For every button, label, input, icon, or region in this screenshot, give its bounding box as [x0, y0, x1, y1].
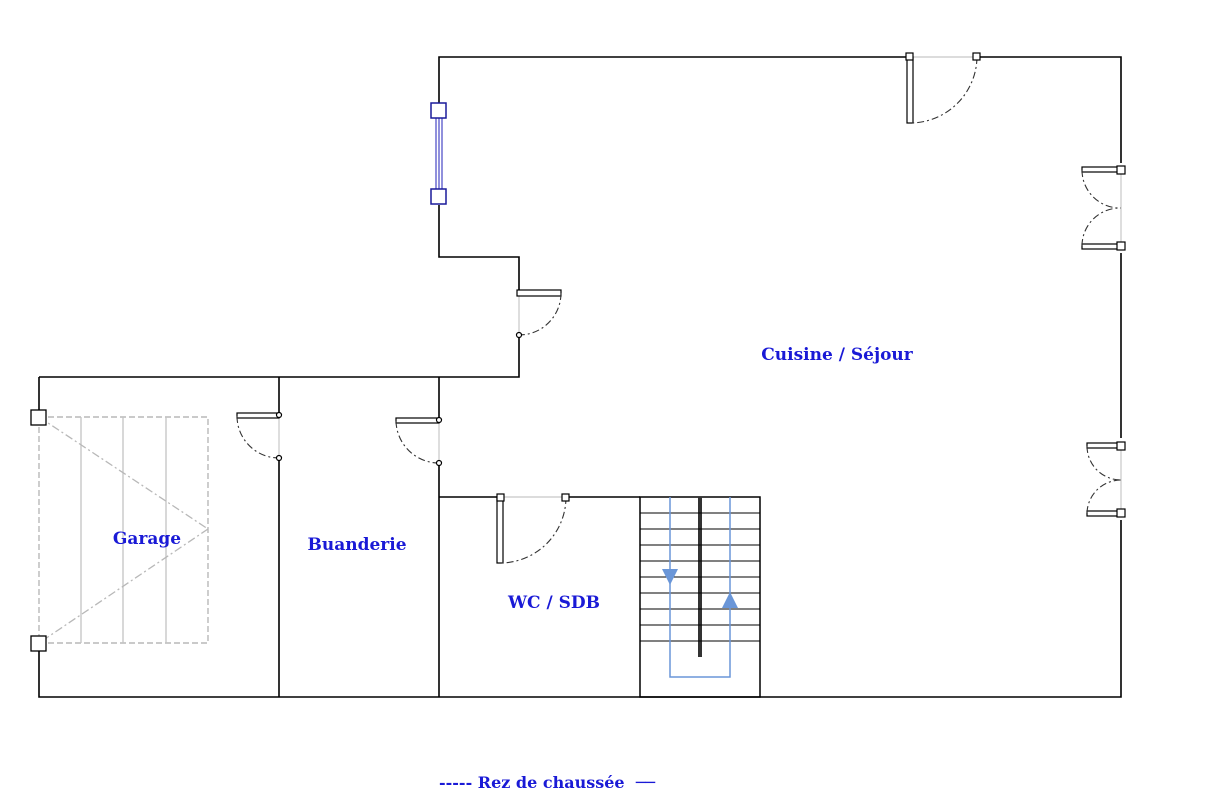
staircase — [639, 496, 761, 698]
door-garage — [236, 411, 283, 462]
outer-walls — [38, 56, 1122, 698]
room-label-kitchen: Cuisine / Séjour — [761, 345, 914, 365]
interior-walls — [278, 377, 640, 697]
garage-door — [30, 409, 209, 652]
door-top — [905, 52, 981, 124]
door-right-upper — [1081, 165, 1126, 251]
door-right-lower — [1086, 441, 1126, 518]
door-entry — [515, 289, 562, 339]
room-label-laundry: Buanderie — [307, 535, 406, 555]
floor-caption: ----- Rez de chaussée ── — [439, 773, 655, 792]
window — [430, 102, 447, 205]
room-label-bathroom: WC / SDB — [507, 593, 600, 613]
stair-down-arrow-icon — [662, 569, 678, 585]
stair-up-arrow-icon — [722, 592, 738, 608]
door-laundry — [395, 416, 443, 467]
door-bathroom — [496, 493, 570, 564]
room-label-garage: Garage — [113, 529, 181, 549]
